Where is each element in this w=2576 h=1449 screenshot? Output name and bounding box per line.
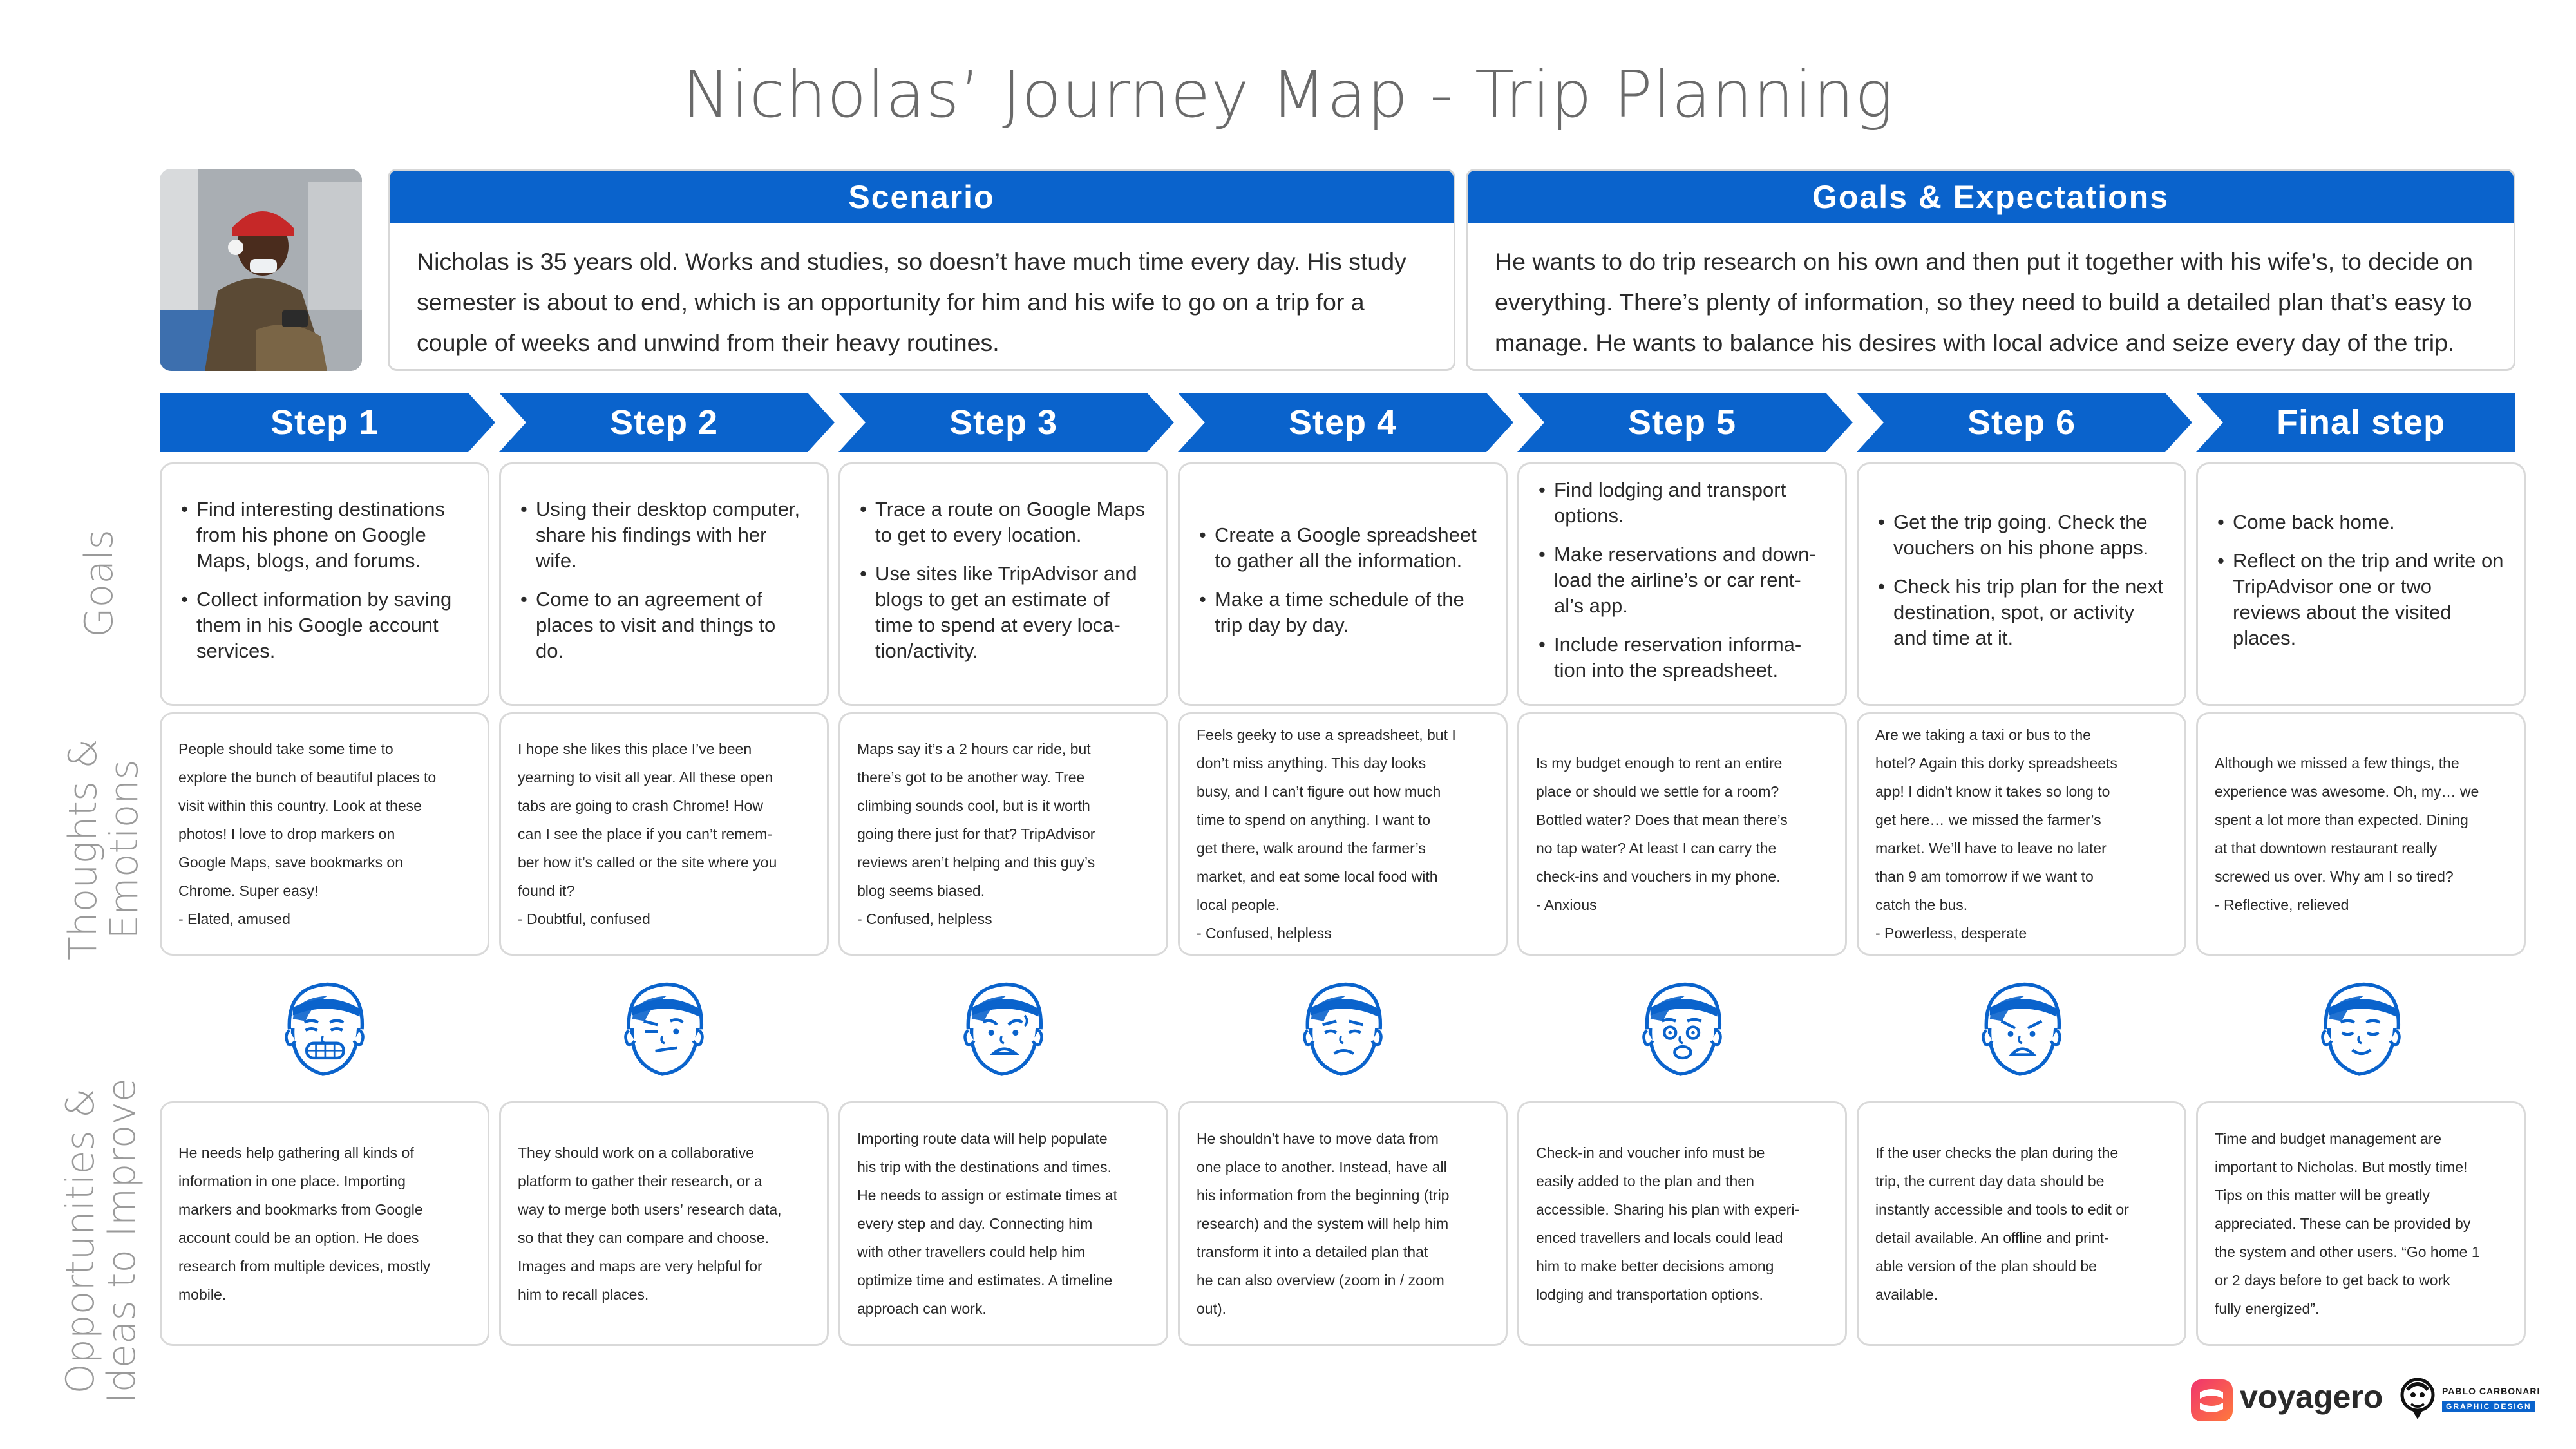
row-label-opportunities-line1: Opportunities & (58, 1088, 103, 1394)
goal-item: Create a Google spreadsheet to gather al… (1199, 522, 1486, 574)
grimacing-face-icon (270, 972, 379, 1088)
step-label: Final step (2276, 403, 2446, 442)
goals-card: Create a Google spreadsheet to gather al… (1178, 462, 1508, 706)
thoughts-card: I hope she likes this place I’ve been ye… (499, 712, 829, 956)
opportunity-text: If the user checks the plan during the t… (1875, 1144, 2129, 1303)
page-title: Nicholas’ Journey Map - Trip Planning (682, 57, 1894, 132)
goals-list: Find lodging and transport options. Make … (1539, 472, 1826, 696)
goal-item: Find lodging and transport options. (1539, 477, 1826, 529)
designer-name: PABLO CARBONARI (2442, 1386, 2541, 1396)
thoughts-card: Although we missed a few things, the exp… (2196, 712, 2526, 956)
goal-item: Include reservation informa-tion into th… (1539, 632, 1826, 683)
goal-item: Find interesting destinations from his p… (181, 497, 468, 574)
thoughts-text: Are we taking a taxi or bus to the hotel… (1875, 726, 2117, 942)
thoughts-card: Feels geeky to use a spreadsheet, but I … (1178, 712, 1508, 956)
step-chevron (499, 393, 835, 452)
row-label-opportunities: Opportunities & Ideas to Improve (58, 1074, 144, 1408)
step-label: Step 6 (1967, 403, 2076, 442)
scenario-card: Scenario Nicholas is 35 years old. Works… (388, 169, 1455, 371)
goal-item: Using their desktop computer, share his … (520, 497, 808, 574)
step-label: Step 1 (270, 403, 379, 442)
thoughts-text: Maps say it’s a 2 hours car ride, but th… (857, 741, 1095, 927)
thoughts-card: Are we taking a taxi or bus to the hotel… (1857, 712, 2186, 956)
goal-item: Come to an agreement of places to visit … (520, 587, 808, 664)
row-label-thoughts-line2: Emotions (102, 759, 147, 940)
confused-face-icon (949, 972, 1058, 1088)
goals-list: Create a Google spreadsheet to gather al… (1199, 517, 1486, 651)
opportunity-text: They should work on a collaborative plat… (518, 1144, 782, 1303)
voyagero-wordmark: voyagero (2240, 1379, 2383, 1415)
goals-card: Come back home. Reflect on the trip and w… (2196, 462, 2526, 706)
step-label: Step 2 (609, 403, 719, 442)
relieved-face-icon (2306, 972, 2416, 1088)
goals-expectations-text: He wants to do trip research on his own … (1495, 248, 2473, 356)
goal-item: Check his trip plan for the next destina… (1878, 574, 2165, 651)
goal-item: Make a time schedule of the trip day by … (1199, 587, 1486, 638)
opportunity-card: He shouldn’t have to move data from one … (1178, 1101, 1508, 1346)
opportunity-card: Check-in and voucher info must be easily… (1517, 1101, 1847, 1346)
goals-list: Get the trip going. Check the vouchers o… (1878, 504, 2165, 664)
scenario-text: Nicholas is 35 years old. Works and stud… (417, 248, 1406, 356)
goals-list: Trace a route on Google Maps to get to e… (860, 491, 1147, 677)
row-label-thoughts: Thoughts & Emotions (61, 727, 147, 972)
opportunity-card: Importing route data will help populate … (838, 1101, 1168, 1346)
designer-subtitle: GRAPHIC DESIGN (2442, 1401, 2535, 1412)
voyagero-logo-icon (2191, 1379, 2233, 1421)
goal-item: Come back home. (2217, 509, 2505, 535)
thoughts-text: I hope she likes this place I’ve been ye… (518, 741, 777, 927)
step-chevron (1857, 393, 2192, 452)
persona-photo (160, 169, 362, 371)
step-chevron (1517, 393, 1853, 452)
worried-face-icon (1288, 972, 1397, 1088)
designer-logo-icon (2400, 1378, 2435, 1419)
step-chevron (1178, 393, 1513, 452)
goal-item: Use sites like TripAdvisor and blogs to … (860, 561, 1147, 664)
scenario-heading: Scenario (390, 171, 1454, 223)
opportunity-text: He needs help gathering all kinds of inf… (178, 1144, 431, 1303)
thoughts-card: Is my budget enough to rent an entire pl… (1517, 712, 1847, 956)
step-chevron (838, 393, 1174, 452)
opportunity-text: Check-in and voucher info must be easily… (1536, 1144, 1800, 1303)
opportunity-card: They should work on a collaborative plat… (499, 1101, 829, 1346)
step-label: Step 3 (949, 403, 1058, 442)
goals-card: Find lodging and transport options. Make … (1517, 462, 1847, 706)
goals-card: Using their desktop computer, share his … (499, 462, 829, 706)
goals-list: Using their desktop computer, share his … (520, 491, 808, 677)
anxious-face-icon (1627, 972, 1737, 1088)
goals-expectations-card: Goals & Expectations He wants to do trip… (1466, 169, 2515, 371)
opportunity-text: Importing route data will help populate … (857, 1130, 1117, 1317)
goals-list: Come back home. Reflect on the trip and w… (2217, 504, 2505, 664)
row-label-opportunities-line2: Ideas to Improve (99, 1078, 144, 1404)
row-label-thoughts-line1: Thoughts & (61, 738, 106, 961)
opportunity-text: Time and budget management are important… (2215, 1130, 2480, 1317)
goal-item: Make reservations and down-load the airl… (1539, 542, 1826, 619)
step-label: Step 4 (1288, 403, 1397, 442)
step-chevron (2196, 393, 2515, 452)
goals-expectations-heading: Goals & Expectations (1468, 171, 2514, 223)
thoughts-text: People should take some time to explore … (178, 741, 437, 927)
angry-face-icon (1967, 972, 2076, 1088)
goal-item: Trace a route on Google Maps to get to e… (860, 497, 1147, 548)
goal-item: Collect information by saving them in hi… (181, 587, 468, 664)
thoughts-card: People should take some time to explore … (160, 712, 489, 956)
goal-item: Reflect on the trip and write on TripAdv… (2217, 548, 2505, 651)
thoughts-text: Feels geeky to use a spreadsheet, but I … (1197, 726, 1456, 942)
step-chevron-bar (160, 393, 2515, 452)
opportunity-card: Time and budget management are important… (2196, 1101, 2526, 1346)
goals-list: Find interesting destinations from his p… (181, 491, 468, 677)
thoughts-card: Maps say it’s a 2 hours car ride, but th… (838, 712, 1168, 956)
goals-card: Get the trip going. Check the vouchers o… (1857, 462, 2186, 706)
opportunity-card: If the user checks the plan during the t… (1857, 1101, 2186, 1346)
step-label: Step 5 (1627, 403, 1737, 442)
goals-card: Find interesting destinations from his p… (160, 462, 489, 706)
goals-card: Trace a route on Google Maps to get to e… (838, 462, 1168, 706)
step-chevron (160, 393, 495, 452)
goal-item: Get the trip going. Check the vouchers o… (1878, 509, 2165, 561)
thoughts-text: Although we missed a few things, the exp… (2215, 755, 2479, 913)
doubtful-face-icon (609, 972, 719, 1088)
opportunity-card: He needs help gathering all kinds of inf… (160, 1101, 489, 1346)
row-label-goals: Goals (77, 529, 122, 638)
thoughts-text: Is my budget enough to rent an entire pl… (1536, 755, 1788, 913)
opportunity-text: He shouldn’t have to move data from one … (1197, 1130, 1450, 1317)
